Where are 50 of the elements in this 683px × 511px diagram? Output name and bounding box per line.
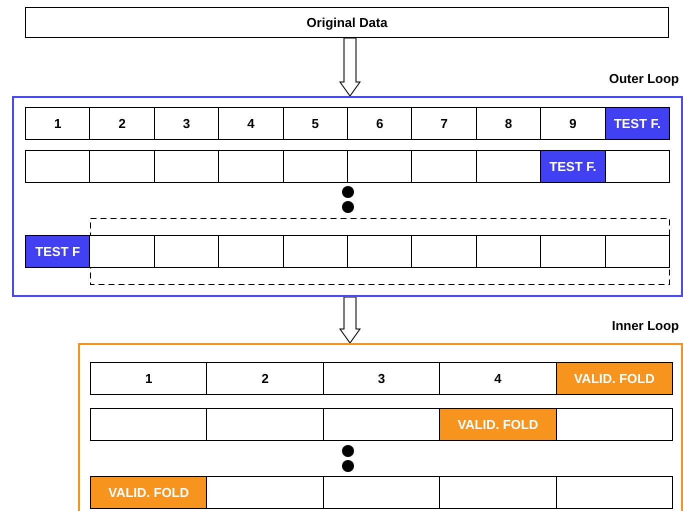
fold-cell: [90, 408, 208, 441]
fold-cell: 6: [347, 107, 412, 140]
fold-cell: [347, 150, 412, 183]
validation-fold-cell: VALID. FOLD: [439, 408, 557, 441]
fold-cell: 5: [282, 107, 348, 140]
fold-cell: [476, 150, 542, 183]
fold-cell: [476, 235, 542, 268]
fold-cell: 7: [411, 107, 477, 140]
validation-fold-cell: VALID. FOLD: [556, 362, 673, 395]
fold-cell: 8: [476, 107, 542, 140]
test-fold-cell: TEST F: [25, 235, 90, 268]
data-box: Original Data: [25, 7, 669, 38]
fold-cell: [322, 408, 440, 441]
fold-cell: [604, 235, 670, 268]
loop-heading: Outer Loop: [608, 71, 679, 86]
fold-cell: [411, 235, 477, 268]
fold-cell: [439, 476, 557, 509]
fold-cell: 3: [154, 107, 220, 140]
fold-cell: [347, 235, 412, 268]
fold-cell: 1: [25, 107, 90, 140]
fold-cell: [25, 150, 90, 183]
fold-cell: [604, 150, 670, 183]
fold-cell: [556, 408, 673, 441]
fold-cell: [154, 235, 220, 268]
fold-cell: [89, 150, 155, 183]
fold-cell: 1: [90, 362, 208, 395]
fold-cell: [218, 235, 284, 268]
fold-cell: 2: [89, 107, 155, 140]
fold-cell: [282, 235, 348, 268]
fold-cell: [154, 150, 220, 183]
fold-cell: [411, 150, 477, 183]
fold-cell: [206, 476, 324, 509]
fold-cell: [322, 476, 440, 509]
fold-cell: [206, 408, 324, 441]
loop-heading: Inner Loop: [612, 318, 679, 333]
block-arrow: [339, 296, 361, 344]
fold-cell: 3: [322, 362, 440, 395]
fold-cell: 4: [439, 362, 557, 395]
fold-cell: [218, 150, 284, 183]
test-fold-cell: TEST F.: [540, 150, 606, 183]
fold-cell: 2: [206, 362, 324, 395]
validation-fold-cell: VALID. FOLD: [90, 476, 208, 509]
test-fold-cell: TEST F.: [604, 107, 670, 140]
fold-cell: [540, 235, 606, 268]
fold-cell: 4: [218, 107, 284, 140]
block-arrow: [339, 38, 361, 97]
fold-cell: [282, 150, 348, 183]
fold-cell: 9: [540, 107, 606, 140]
fold-cell: [89, 235, 155, 268]
fold-cell: [556, 476, 673, 509]
